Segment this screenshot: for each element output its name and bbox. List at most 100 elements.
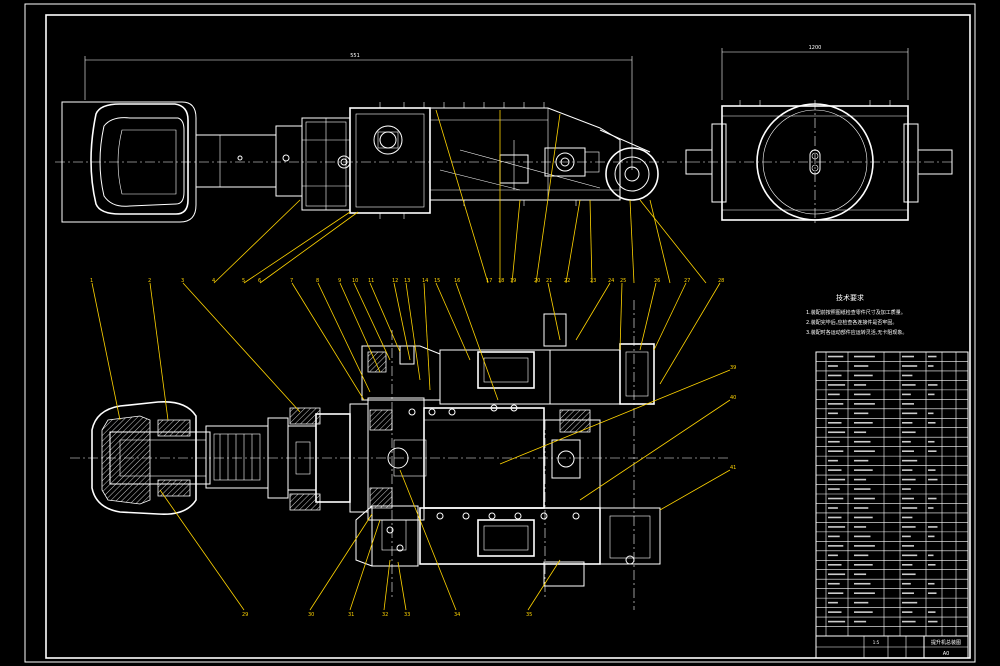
parts-list-cell-mark [902, 403, 914, 405]
parts-list-cell-mark [928, 497, 937, 500]
parts-list-cell-mark [854, 365, 869, 367]
parts-list-cell-mark [928, 507, 934, 509]
parts-list-cell-mark [854, 620, 867, 623]
parts-list-cell-mark [902, 611, 913, 613]
tech-requirements-title: 技术要求 [836, 293, 864, 302]
parts-list-cell-mark [902, 450, 914, 452]
balloon: 23 [590, 278, 596, 284]
parts-list-cell-mark [902, 507, 918, 509]
parts-list-cell-mark [928, 412, 934, 415]
balloon: 9 [338, 278, 341, 284]
parts-list-cell-mark [854, 450, 875, 452]
parts-list-cell-mark [902, 554, 918, 557]
parts-list-cell-mark [928, 526, 938, 528]
balloon: 25 [620, 278, 626, 284]
balloon: 13 [404, 278, 410, 284]
parts-list-cell-mark [854, 355, 875, 358]
parts-list-cell-mark [854, 374, 873, 377]
title-block: 提升机总装图 A0 1:5 [815, 635, 969, 659]
parts-list-cell-mark [928, 393, 935, 396]
parts-list-cell-mark [928, 564, 936, 566]
balloon: 24 [608, 278, 614, 284]
balloon: 40 [730, 395, 736, 401]
parts-list-cell-mark [902, 459, 918, 462]
balloon: 19 [510, 278, 516, 284]
parts-list-cell-mark [828, 365, 838, 367]
parts-list-cell-mark [828, 469, 842, 471]
tech-requirements: 技术要求 1.装配前按照图纸检查零件尺寸及加工质量。 2.装配完毕后,应检查各连… [806, 293, 907, 336]
drawing-number: A0 [943, 651, 950, 657]
balloon: 12 [392, 278, 398, 284]
parts-list-cell-mark [854, 488, 871, 490]
parts-list-cell-mark [854, 422, 873, 424]
parts-list-cell-mark [928, 355, 937, 358]
balloon: 33 [404, 612, 410, 618]
tech-requirement-line: 2.装配完毕后,应检查各连接件是否牢固。 [806, 319, 897, 326]
top-view: 551 [55, 53, 690, 223]
balloon: 1 [90, 278, 93, 284]
parts-list-cell-mark [854, 582, 871, 585]
side-dimension-label: 1200 [809, 45, 822, 51]
balloon: 28 [718, 278, 724, 284]
parts-list-cell-mark [828, 564, 842, 566]
balloon: 3 [181, 278, 184, 284]
parts-list-cell-mark [854, 516, 873, 519]
parts-list-cell-mark [854, 497, 875, 500]
balloon: 29 [242, 612, 248, 618]
parts-list-cell-mark [828, 516, 842, 519]
balloon: 7 [290, 278, 293, 284]
parts-list-cell-mark [902, 535, 911, 538]
parts-list-cell-mark [828, 620, 846, 623]
parts-list-cell-mark [854, 554, 869, 557]
parts-list-cell-mark [828, 545, 844, 547]
parts-list-cell-mark [854, 545, 875, 547]
parts-list-cell-mark [828, 422, 842, 424]
parts-list-cell-mark [902, 488, 911, 490]
parts-list-cell-mark [828, 374, 842, 377]
parts-list-cell-mark [928, 450, 937, 452]
balloons-right: 39 40 41 [730, 365, 736, 471]
balloon: 14 [422, 278, 428, 284]
parts-list-cell-mark [828, 554, 838, 557]
balloon: 30 [308, 612, 314, 618]
balloon: 39 [730, 365, 736, 371]
drawing-name: 提升机总装图 [931, 639, 961, 646]
balloon: 2 [148, 278, 151, 284]
parts-list-cell-mark [902, 573, 916, 576]
top-dimension-label: 551 [350, 53, 360, 59]
parts-list-cell-mark [928, 582, 935, 585]
balloon: 22 [564, 278, 570, 284]
parts-list-cell-mark [828, 601, 838, 604]
parts-list-cell-mark [828, 497, 844, 500]
parts-list-cell-mark [854, 459, 869, 462]
parts-list-cell-mark [902, 355, 914, 358]
parts-list-cell-mark [828, 393, 840, 396]
section-view [70, 300, 730, 610]
parts-list-cell-mark [854, 431, 867, 434]
parts-list-cell-mark [828, 384, 846, 386]
parts-list-cell-mark [828, 488, 840, 490]
parts-list-cell-mark [928, 384, 938, 386]
parts-list-cell-mark [902, 431, 916, 434]
parts-list-cell-mark [854, 393, 871, 396]
balloon: 35 [526, 612, 532, 618]
parts-list-cell-mark [828, 412, 838, 415]
parts-list-cell-mark [928, 535, 935, 538]
tech-requirement-line: 1.装配前按照图纸检查零件尺寸及加工质量。 [806, 309, 906, 316]
parts-list-cell-mark [928, 478, 938, 481]
side-view: 1200 [685, 45, 955, 224]
parts-list-cell-mark [902, 526, 916, 528]
parts-list-cell-mark [854, 412, 869, 415]
balloon: 8 [316, 278, 319, 284]
parts-list-cell-mark [928, 365, 934, 367]
parts-list-cell-mark [902, 440, 911, 443]
balloon: 11 [368, 278, 374, 284]
balloons-top: 1 2 3 4 5 6 7 8 9 10 11 12 13 14 15 16 1… [90, 278, 724, 284]
parts-list-cell-mark [902, 620, 916, 623]
balloon: 27 [684, 278, 690, 284]
balloon: 6 [258, 278, 261, 284]
parts-list-cell-mark [902, 582, 911, 585]
balloon: 18 [498, 278, 504, 284]
parts-list-cell-mark [902, 545, 914, 547]
parts-list-cell-mark [928, 554, 934, 557]
